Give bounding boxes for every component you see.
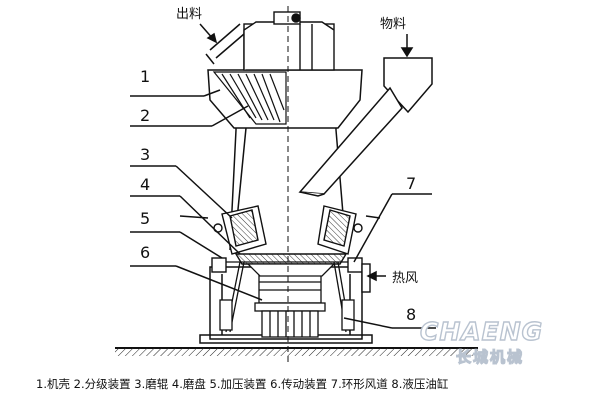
callout-2: 2 xyxy=(140,106,150,125)
svg-text:长城机械: 长城机械 xyxy=(456,348,524,366)
classifier xyxy=(212,71,287,125)
outlet-arrow xyxy=(199,23,218,44)
classifier-motor xyxy=(243,11,335,71)
material-arrow xyxy=(400,34,414,58)
callout-6: 6 xyxy=(140,243,150,262)
outlet-pipe xyxy=(205,23,245,65)
hot-air-label: 热风 xyxy=(392,271,418,286)
brand-watermark: CHAENG 长城机械 xyxy=(419,316,543,366)
grinding-rollers xyxy=(213,205,363,255)
hot-air-arrow xyxy=(366,270,386,282)
grinding-table xyxy=(220,253,360,277)
callout-1: 1 xyxy=(140,67,150,86)
callout-4: 4 xyxy=(140,175,150,194)
callout-7: 7 xyxy=(406,174,416,193)
material-label: 物料 xyxy=(380,17,406,32)
outlet-label: 出料 xyxy=(176,7,202,22)
feed-chute xyxy=(298,57,433,197)
callout-5: 5 xyxy=(140,209,150,228)
callout-3: 3 xyxy=(140,145,150,164)
air-duct xyxy=(211,257,371,293)
leader-lines xyxy=(130,89,436,329)
foundation xyxy=(115,347,478,356)
parts-legend: 1.机壳 2.分级装置 3.磨辊 4.磨盘 5.加压装置 6.传动装置 7.环形… xyxy=(36,377,449,391)
drive-unit xyxy=(254,274,326,338)
callout-8: 8 xyxy=(406,305,416,324)
svg-text:CHAENG: CHAENG xyxy=(420,317,543,346)
hydraulic-cylinders xyxy=(219,261,355,333)
